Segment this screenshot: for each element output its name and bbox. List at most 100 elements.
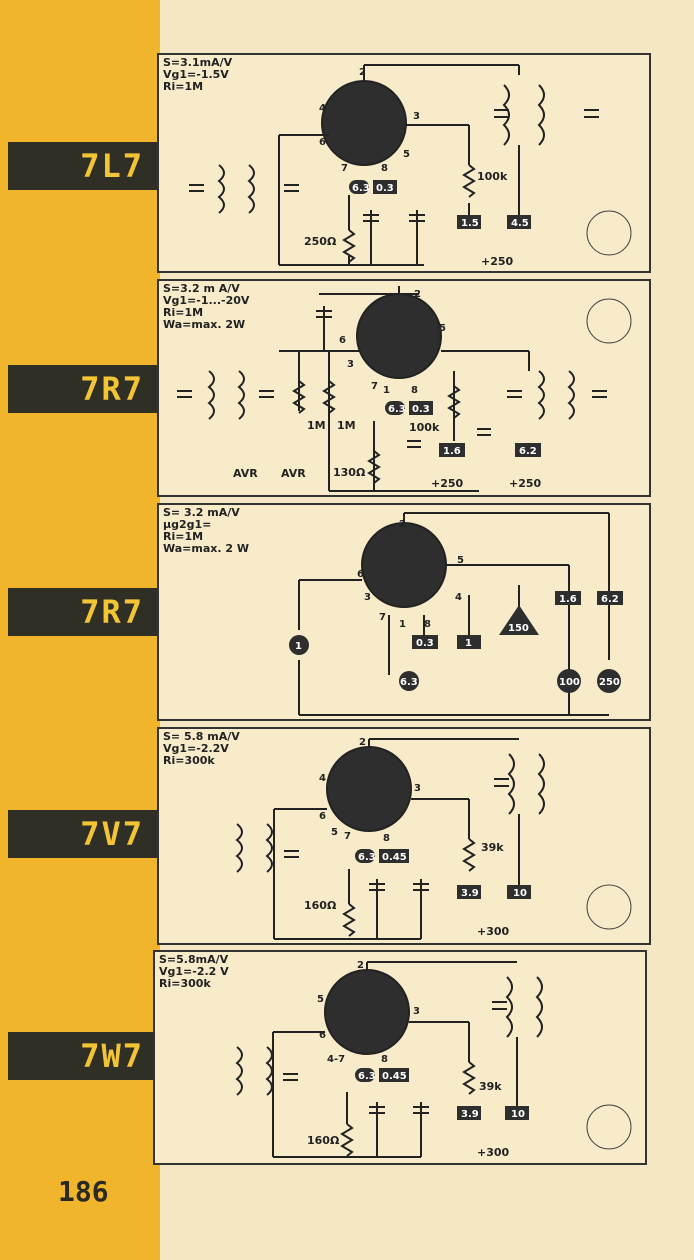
pin-label: 8 (383, 833, 390, 844)
circuit-diagram: 6.3 0.3 100k 250Ω 1.5 4.5 +250 2 3 4 6 7… (189, 64, 632, 268)
param-line: Ri=1M (163, 80, 204, 93)
pin-label: 3 (413, 111, 420, 122)
socket-pinout-icon (586, 884, 632, 930)
anode-voltage: 4.5 (511, 218, 529, 229)
tube-label-7R7-b: 7R7 (8, 588, 158, 636)
pin-label: 2 (399, 519, 406, 530)
pin-label: 6 (319, 1030, 326, 1041)
tube-label-7R7-a: 7R7 (8, 365, 158, 413)
heater-voltage: 6.3 (352, 183, 370, 194)
pin-label: 6 (339, 335, 346, 346)
param-line: Ri=300k (159, 977, 211, 990)
avr-label-1: AVR (233, 467, 258, 480)
param-line: S=3.2 m A/V (163, 282, 240, 295)
tube-label-7W7: 7W7 (8, 1032, 158, 1080)
screen-voltage: 1.6 (443, 446, 461, 457)
circuit-diagram: 6.3 0.45 39k 160Ω 3.9 10 +300 2 3 5 6 4-… (235, 960, 632, 1159)
param-line: Vg1=-1...-20V (163, 294, 250, 307)
supply-voltage-1: +250 (431, 477, 464, 490)
circuit-panel-7R7-b: S= 3.2 mA/V µg2g1= Ri=1M Wa=max. 2 W 1 1… (157, 503, 651, 721)
pin-label: 8 (411, 385, 418, 396)
avr-label-2: AVR (281, 467, 306, 480)
socket-pinout-icon (586, 298, 632, 344)
screen-voltage: 3.9 (461, 888, 479, 899)
pin-label: 5 (331, 827, 338, 838)
screen-voltage: 1.5 (461, 218, 479, 229)
pin-label: 1 (399, 619, 406, 630)
anode-voltage: 6.2 (601, 594, 619, 605)
heater-current: 0.3 (416, 638, 434, 649)
grid-box: 1 (465, 638, 472, 649)
pin-label: 7 (371, 381, 378, 392)
heater-current: 0.3 (376, 183, 394, 194)
socket-pinout-icon (586, 210, 632, 256)
param-line: Ri=300k (163, 754, 215, 767)
pin-label: 5 (317, 994, 324, 1005)
pin-label: 3 (364, 592, 371, 603)
pin-label: 7 (341, 163, 348, 174)
param-line: Vg1=-2.2 V (159, 965, 229, 978)
pin-label: 2 (357, 960, 364, 971)
cathode-resistor-value: 160Ω (304, 899, 337, 912)
param-line: S= 3.2 mA/V (163, 506, 240, 519)
pin-label: 7 (379, 612, 386, 623)
socket-pinout-icon (586, 1104, 632, 1150)
pin-label: 2 (359, 737, 366, 748)
param-line: Vg1=-2.2V (163, 742, 229, 755)
anode-voltage: 6.2 (519, 446, 537, 457)
screen-voltage: 3.9 (461, 1109, 479, 1120)
heater-voltage: 6.3 (388, 404, 406, 415)
pin-label: 3 (413, 1006, 420, 1017)
meter-250: 250 (599, 677, 620, 688)
anode-voltage: 10 (511, 1109, 525, 1120)
circuit-panel-7W7: S=5.8mA/V Vg1=-2.2 V Ri=300k 6.3 0.45 (153, 950, 647, 1165)
supply-voltage-2: +250 (509, 477, 542, 490)
param-line: Ri=1M (163, 306, 204, 319)
pin-label: 8 (381, 163, 388, 174)
pin-label: 2 (359, 67, 366, 78)
tube-label-7L7: 7L7 (8, 142, 158, 190)
pin-label: 4 (319, 773, 326, 784)
param-line: S= 5.8 mA/V (163, 730, 240, 743)
pin-label: 6 (319, 811, 326, 822)
grid-resistor-1: 1M (307, 419, 326, 432)
param-line: S=5.8mA/V (159, 953, 229, 966)
pin-label: 1 (383, 385, 390, 396)
triangle-value: 150 (508, 623, 529, 634)
heater-voltage: 6.3 (358, 1071, 376, 1082)
circuit-diagram: 6.3 0.3 100k 130Ω 1M 1M AVR AVR 1.6 6.2 … (177, 286, 632, 492)
anode-resistor-value: 39k (481, 841, 504, 854)
tube-parameters: S=5.8mA/V Vg1=-2.2 V Ri=300k (159, 954, 229, 990)
param-line: Wa=max. 2W (163, 318, 246, 331)
pin-label: 5 (403, 149, 410, 160)
heater-current: 0.45 (382, 1071, 407, 1082)
anode-voltage: 10 (513, 888, 527, 899)
pin-label: 5 (439, 323, 446, 334)
pin-label: 5 (457, 555, 464, 566)
param-line: Vg1=-1.5V (163, 68, 229, 81)
param-line: µg2g1= (163, 518, 212, 531)
tube-parameters: S= 5.8 mA/V Vg1=-2.2V Ri=300k (163, 731, 240, 767)
screen-voltage: 1.6 (559, 594, 577, 605)
cathode-resistor-value: 130Ω (333, 466, 366, 479)
meter-100: 100 (559, 677, 580, 688)
circuit-diagram: 6.3 0.45 39k 160Ω 3.9 10 +300 2 3 4 5 6 … (235, 737, 632, 940)
pin-label: 4 (455, 592, 462, 603)
page-number: 186 (58, 1175, 109, 1208)
tube-parameters: S=3.2 m A/V Vg1=-1...-20V Ri=1M Wa=max. … (163, 283, 249, 331)
cathode-resistor-value: 160Ω (307, 1134, 340, 1147)
heater-voltage: 6.3 (400, 677, 418, 688)
heater-current: 0.3 (412, 404, 430, 415)
pin-label: 8 (424, 619, 431, 630)
circuit-diagram: 1 150 0.3 1 6.3 1.6 6.2 100 250 2 3 4 5 … (289, 512, 623, 716)
grid-resistor-2: 1M (337, 419, 356, 432)
heater-voltage: 6.3 (358, 852, 376, 863)
pin-label: 4 (319, 103, 326, 114)
param-line: Ri=1M (163, 530, 204, 543)
pin-label: 3 (347, 359, 354, 370)
pin-label: 7 (344, 831, 351, 842)
param-line: S=3.1mA/V (163, 56, 233, 69)
supply-voltage: +250 (481, 255, 514, 268)
anode-resistor-value: 39k (479, 1080, 502, 1093)
pin-label: 6 (319, 137, 326, 148)
